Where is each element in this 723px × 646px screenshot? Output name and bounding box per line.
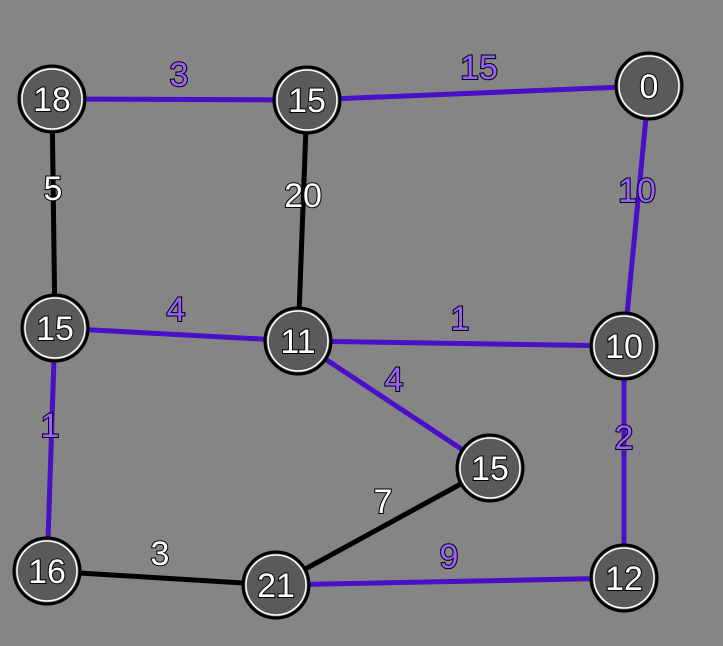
edge-weight-label: 15 [460, 49, 498, 87]
edge-weight-label: 4 [385, 361, 404, 399]
node-circle [589, 311, 659, 381]
edge-n11-n10 [297, 338, 625, 349]
node-circle [17, 64, 87, 134]
node-circle [589, 543, 659, 613]
node-inner-ring [593, 315, 655, 377]
node-inner-ring [21, 68, 83, 130]
edge-n15a-n11 [295, 99, 310, 342]
graph-node-n15c: 15 [455, 433, 525, 503]
graph-node-n10: 10 [589, 311, 659, 381]
node-circle [12, 536, 82, 606]
node-label: 0 [640, 68, 659, 106]
node-label: 15 [471, 450, 509, 488]
edge-n18-n15b [49, 98, 58, 329]
edge-n21-n12 [275, 575, 625, 588]
edge-labels-layer: 3 15 5 20 10 4 1 4 1 2 7 3 9 [40, 48, 657, 577]
node-circle [455, 433, 525, 503]
graph-node-n11: 11 [263, 306, 333, 376]
node-inner-ring [16, 540, 78, 602]
edge-weight-label: 3 [151, 535, 170, 573]
edge-n11-n15c [296, 338, 492, 471]
node-label: 15 [288, 82, 326, 120]
edge-weight-label: 3 [170, 56, 189, 94]
edges-layer [44, 83, 652, 588]
edge-weight-label: 7 [374, 483, 393, 521]
edge-weight-label: 4 [167, 291, 186, 329]
node-inner-ring [593, 547, 655, 609]
node-inner-ring [245, 554, 307, 616]
node-label: 21 [257, 567, 295, 605]
edge-n0-n10 [621, 85, 652, 347]
edge-n15b-n16 [44, 327, 58, 572]
node-circle [241, 550, 311, 620]
node-circle [614, 51, 684, 121]
graph-node-n15a: 15 [272, 65, 342, 135]
node-inner-ring [276, 69, 338, 131]
edge-weight-label: 9 [440, 538, 459, 576]
graph-node-n16: 16 [12, 536, 82, 606]
graph-node-n12: 12 [589, 543, 659, 613]
edge-weight-label: 2 [615, 419, 634, 457]
edge-n15a-n0 [306, 83, 650, 103]
edge-weight-label: 20 [284, 177, 322, 215]
edge-weight-label: 1 [41, 407, 60, 445]
graph-node-n15b: 15 [20, 293, 90, 363]
node-label: 15 [36, 310, 74, 348]
edge-n18-n15a [51, 96, 308, 103]
node-label: 18 [33, 81, 71, 119]
edge-weight-label: 5 [44, 170, 63, 208]
graph-node-n18: 18 [17, 64, 87, 134]
node-circle [263, 306, 333, 376]
graph-node-n0: 0 [614, 51, 684, 121]
edge-n15c-n21 [274, 465, 492, 588]
edge-n15b-n11 [54, 325, 299, 344]
node-inner-ring [459, 437, 521, 499]
node-label: 12 [605, 560, 643, 598]
edge-weight-label: 1 [451, 300, 470, 338]
node-inner-ring [618, 55, 680, 117]
node-circle [272, 65, 342, 135]
node-label: 16 [28, 553, 66, 591]
edge-weight-label: 10 [618, 172, 656, 210]
node-circle [20, 293, 90, 363]
node-label: 11 [280, 323, 315, 361]
node-inner-ring [24, 297, 86, 359]
node-label: 10 [605, 328, 643, 366]
graph-node-n21: 21 [241, 550, 311, 620]
node-inner-ring [267, 310, 329, 372]
edge-n16-n21 [46, 568, 277, 588]
